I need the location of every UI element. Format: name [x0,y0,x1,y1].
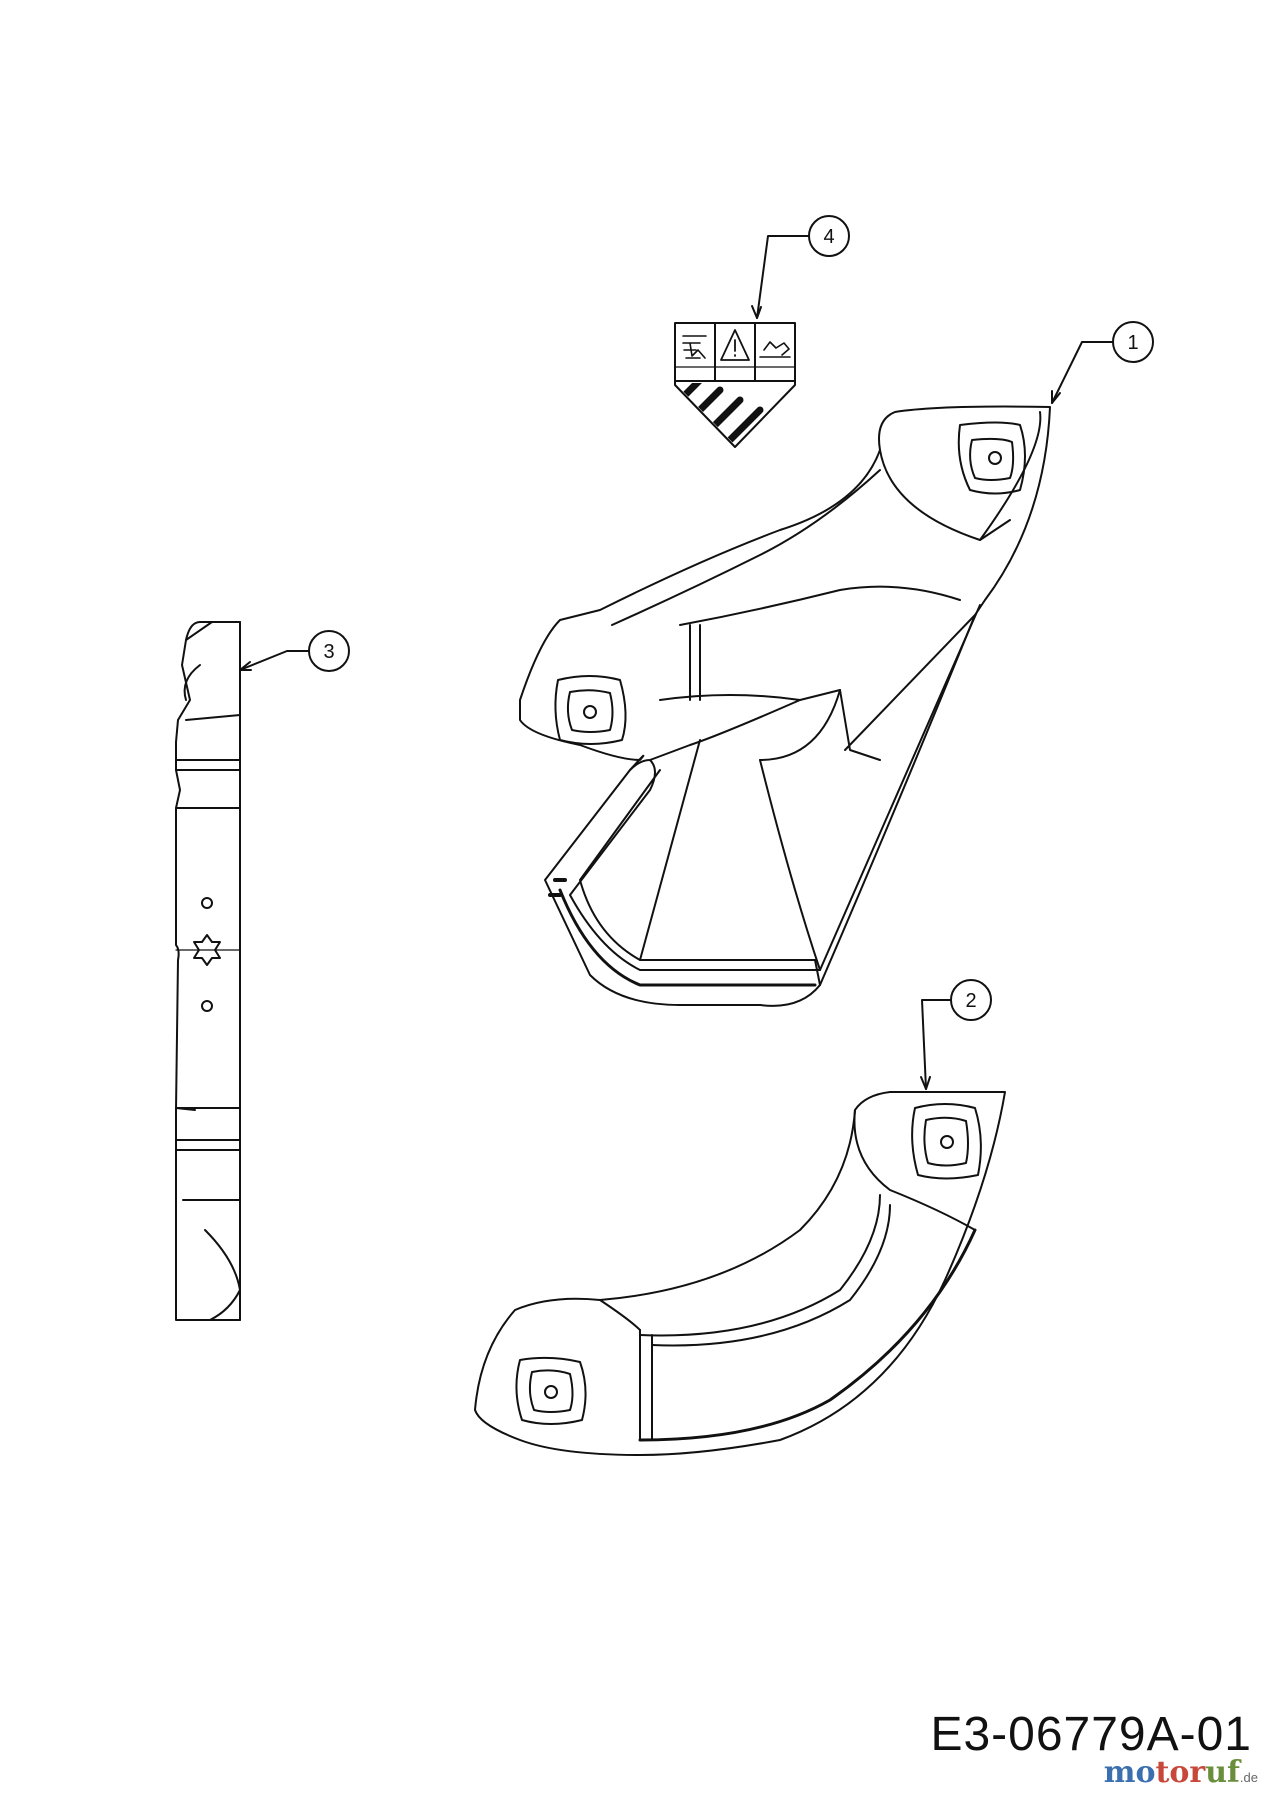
callout-number-3: 3 [323,641,334,663]
callout-number-1: 1 [1127,332,1138,354]
mulch-chute-part [519,405,1051,1007]
hand-cut-icon [682,335,707,359]
foot-blade-icon [759,341,791,358]
watermark-logo: motoruf.de [1103,1755,1258,1790]
deflector-shield-part [474,1091,1006,1456]
warning-label-part [674,322,796,448]
mower-blade-part [175,621,241,1321]
drawing-number: E3-06779A-01 [930,1708,1252,1761]
callout-number-2: 2 [965,990,976,1012]
warning-triangle-icon [720,329,750,361]
callout-number-4: 4 [823,226,834,248]
